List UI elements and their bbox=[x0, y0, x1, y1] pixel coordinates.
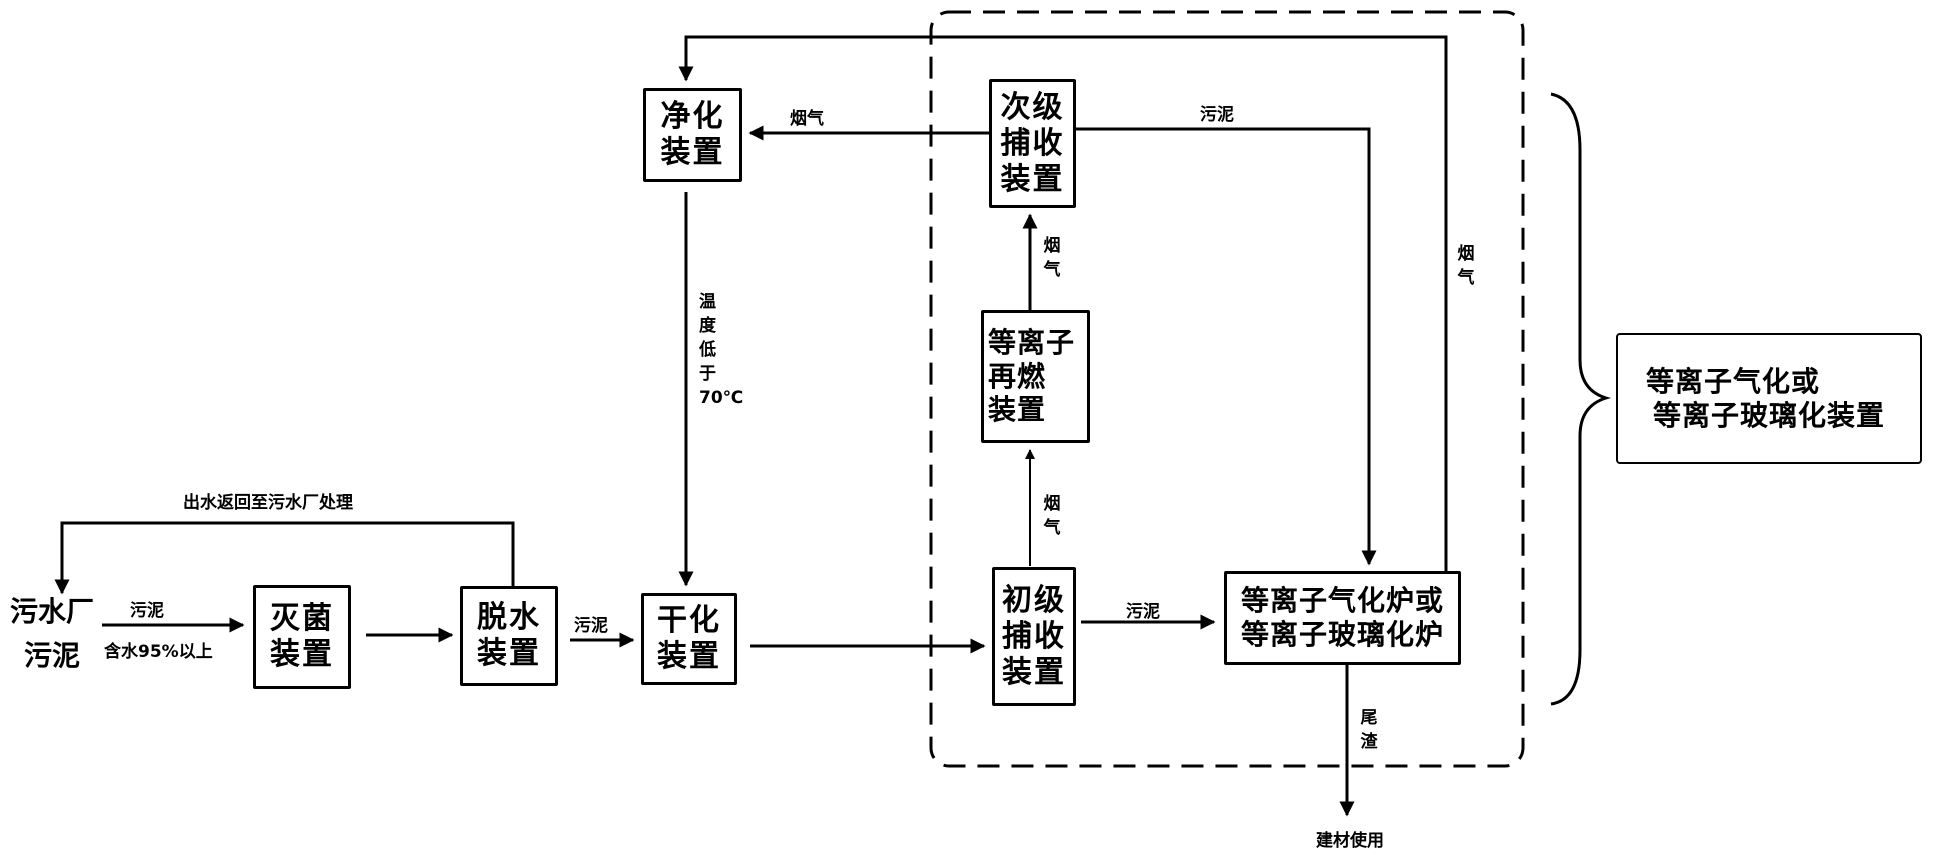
plasma-group-label: 等离子气化或 等离子玻璃化装置 bbox=[1616, 333, 1922, 464]
flue-char-1: 烟 bbox=[1043, 236, 1061, 256]
edge-secondary-furnace bbox=[1076, 127, 1377, 566]
slag-char-2: 渣 bbox=[1360, 732, 1378, 752]
label-secondary-sludge: 污泥 bbox=[1200, 105, 1234, 125]
flue-char-2: 气 bbox=[1457, 268, 1475, 288]
label-water-return: 出水返回至污水厂处理 bbox=[183, 493, 353, 513]
drying-line2: 装置 bbox=[657, 639, 721, 674]
source-line2: 污泥 bbox=[23, 639, 80, 672]
dewatering-unit[interactable]: 脱水 装置 bbox=[460, 586, 558, 686]
secondary-line1: 次级 bbox=[1000, 89, 1065, 125]
drying-line1: 干化 bbox=[657, 603, 721, 638]
plasma-group-boundary bbox=[929, 10, 1525, 768]
furnace-line1: 等离子气化炉或 bbox=[1240, 584, 1444, 618]
slag-char-1: 尾 bbox=[1360, 708, 1378, 728]
purification-line2: 装置 bbox=[660, 135, 725, 170]
temp-char-1: 温 bbox=[699, 292, 716, 312]
group-brace bbox=[1550, 92, 1612, 706]
plasma-reburn-unit[interactable]: 等离子 再燃 装置 bbox=[981, 310, 1090, 443]
reburn-line3: 装置 bbox=[988, 393, 1047, 427]
drying-unit[interactable]: 干化 装置 bbox=[641, 593, 737, 685]
label-primary-flue: 烟 气 bbox=[1041, 492, 1063, 540]
label-secondary-flue: 烟气 bbox=[790, 109, 824, 129]
primary-line3: 装置 bbox=[1002, 654, 1066, 690]
primary-line1: 初级 bbox=[1002, 582, 1066, 618]
flue-char-2: 气 bbox=[1043, 260, 1061, 280]
sterilization-unit[interactable]: 灭菌 装置 bbox=[253, 585, 351, 689]
edge-furnace-purify bbox=[678, 35, 1448, 571]
label-slag-output: 建材使用 bbox=[1316, 831, 1384, 851]
source-sludge: 污水厂 污泥 bbox=[4, 590, 100, 678]
purification-line1: 净化 bbox=[660, 99, 725, 134]
temp-char-3: 低 bbox=[699, 340, 716, 360]
reburn-line2: 再燃 bbox=[988, 359, 1047, 393]
label-reburn-flue: 烟 气 bbox=[1041, 234, 1063, 282]
temp-char-2: 度 bbox=[699, 316, 716, 336]
flue-char-2: 气 bbox=[1043, 518, 1061, 538]
secondary-line3: 装置 bbox=[1000, 161, 1065, 197]
sterilization-line2: 装置 bbox=[270, 637, 334, 672]
label-source-sludge: 污泥 bbox=[130, 601, 164, 621]
label-primary-sludge: 污泥 bbox=[1126, 602, 1160, 622]
edge-water-return bbox=[54, 521, 515, 595]
temp-value: 70℃ bbox=[699, 388, 744, 408]
secondary-capture-unit[interactable]: 次级 捕收 装置 bbox=[989, 79, 1076, 208]
dewatering-line2: 装置 bbox=[477, 636, 541, 671]
sterilization-line1: 灭菌 bbox=[270, 601, 334, 636]
temp-char-4: 于 bbox=[699, 364, 716, 384]
furnace-line2: 等离子玻璃化炉 bbox=[1240, 618, 1444, 651]
plasma-furnace[interactable]: 等离子气化炉或 等离子玻璃化炉 bbox=[1224, 571, 1461, 665]
label-dewater-sludge: 污泥 bbox=[574, 616, 608, 636]
group-label-line2: 等离子玻璃化装置 bbox=[1652, 398, 1885, 432]
reburn-line1: 等离子 bbox=[988, 326, 1076, 360]
group-label-line1: 等离子气化或 bbox=[1646, 364, 1821, 398]
primary-line2: 捕收 bbox=[1002, 618, 1066, 654]
purification-unit[interactable]: 净化 装置 bbox=[643, 88, 742, 182]
secondary-line2: 捕收 bbox=[1000, 125, 1065, 161]
flue-char-1: 烟 bbox=[1457, 244, 1475, 264]
primary-capture-unit[interactable]: 初级 捕收 装置 bbox=[992, 567, 1076, 706]
dewatering-line1: 脱水 bbox=[477, 600, 541, 635]
label-temperature: 温 度 低 于 70℃ bbox=[699, 290, 744, 410]
label-furnace-flue: 烟 气 bbox=[1455, 242, 1477, 290]
label-slag: 尾 渣 bbox=[1358, 706, 1380, 754]
label-water-content: 含水95%以上 bbox=[104, 642, 213, 662]
flue-char-1: 烟 bbox=[1043, 494, 1061, 514]
source-line1: 污水厂 bbox=[9, 595, 94, 628]
